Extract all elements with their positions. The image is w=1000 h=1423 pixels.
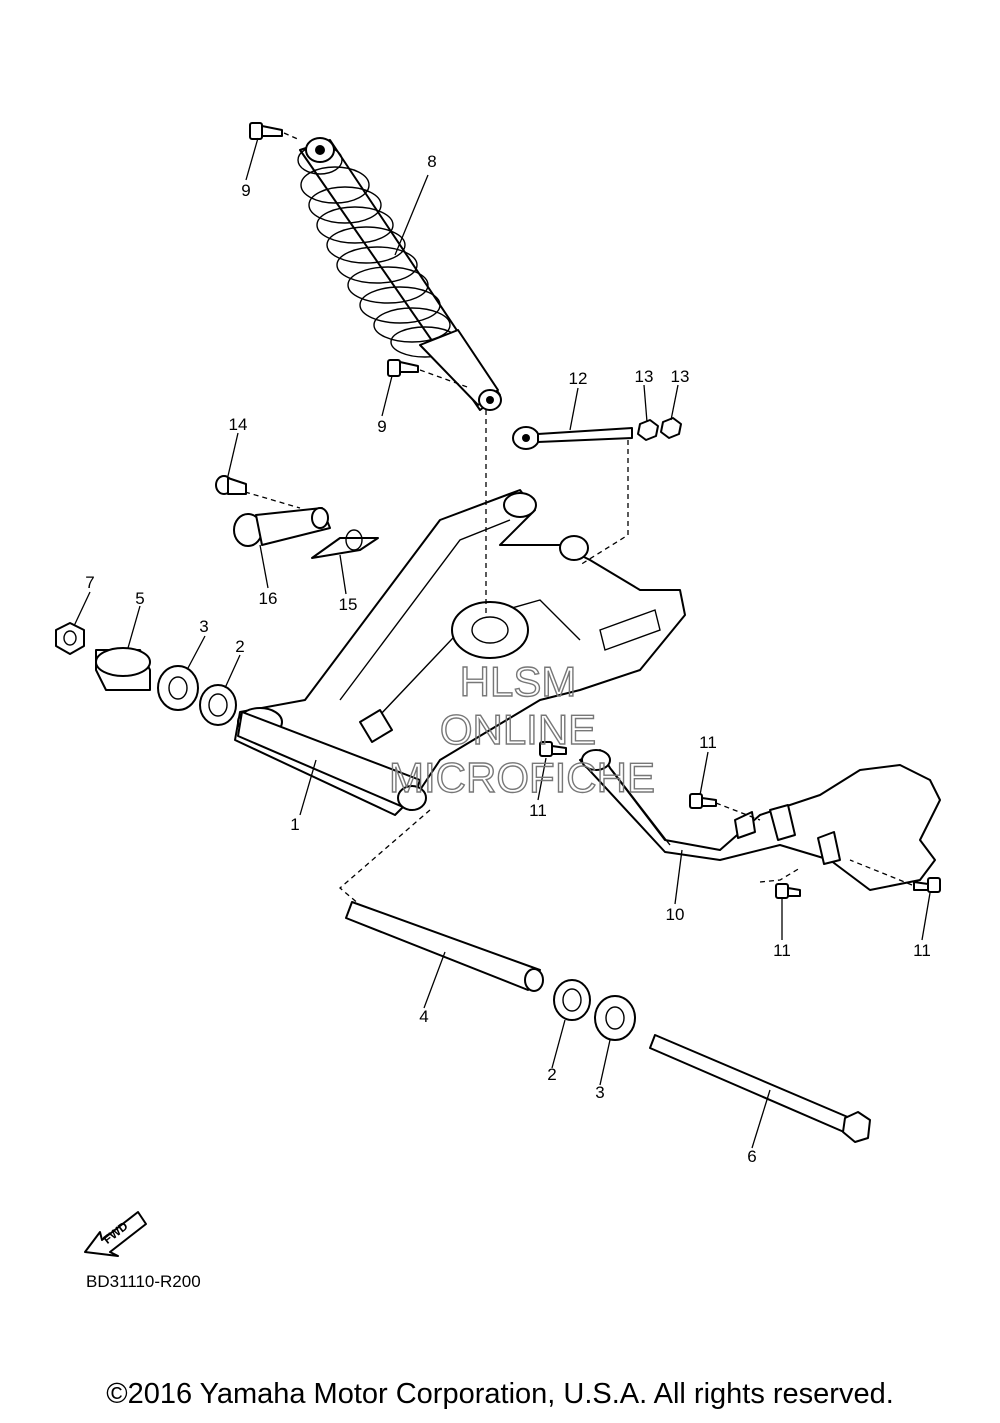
drawing-code: BD31110-R200 [86,1272,201,1291]
callout-15: 15 [339,595,358,614]
adjust-rod[interactable] [512,426,633,450]
callout-6: 6 [747,1147,756,1166]
shock-bolt-upper[interactable] [249,122,301,141]
callout-2-right: 2 [547,1065,556,1084]
bolt-11-b[interactable] [689,793,717,809]
bracket-16[interactable] [233,507,331,547]
callout-14: 14 [229,415,248,434]
callout-9-upper: 9 [241,181,250,200]
spring-15[interactable] [311,529,379,559]
seal-3-left[interactable] [157,665,199,711]
pivot-tube-4[interactable] [345,901,544,992]
collar-5[interactable] [95,647,151,691]
callout-3-right: 3 [595,1083,604,1102]
pivot-axle-6[interactable] [649,1034,871,1143]
nut-13a[interactable] [637,419,659,441]
watermark-line-2: ONLINE [440,706,596,753]
callout-11-b: 11 [699,733,717,752]
callout-11-c: 11 [773,941,791,960]
callout-10: 10 [666,905,685,924]
bolt-11-a[interactable] [539,741,567,757]
callout-5: 5 [135,589,144,608]
callout-3-left: 3 [199,617,208,636]
rear-shock-absorber[interactable] [297,137,502,411]
nut-13b[interactable] [660,417,682,439]
bushing-2-right[interactable] [553,979,591,1021]
callout-8: 8 [427,152,436,171]
watermark-line-1: HLSM [460,658,577,705]
callout-13-a: 13 [635,367,654,386]
callout-2-left: 2 [235,637,244,656]
leader-lines [73,137,931,1149]
bolt-11-c[interactable] [775,883,801,899]
callout-11-a: 11 [529,801,547,820]
shock-bolt-lower[interactable] [387,359,471,389]
fwd-arrow-icon: FWD [84,1211,147,1257]
swingarm[interactable] [234,489,686,816]
callout-9-lower: 9 [377,417,386,436]
callout-labels: 1 2 2 3 3 4 5 6 7 8 9 9 10 11 11 11 11 1… [85,152,931,1166]
bolt-11-d[interactable] [913,877,941,893]
callout-11-d: 11 [913,941,931,960]
callout-16: 16 [259,589,278,608]
nut-7[interactable] [55,622,85,655]
callout-7: 7 [85,573,94,592]
callout-1: 1 [290,815,299,834]
bolt-14[interactable] [215,475,247,495]
watermark-line-3: MICROFICHE [389,754,655,801]
watermark: HLSM ONLINE MICROFICHE [388,657,655,801]
copyright-notice: ©2016 Yamaha Motor Corporation, U.S.A. A… [106,1378,894,1410]
seal-3-right[interactable] [594,995,636,1041]
callout-13-b: 13 [671,367,690,386]
callout-12: 12 [569,369,588,388]
callout-4: 4 [419,1007,428,1026]
bushing-2-left[interactable] [199,684,237,726]
